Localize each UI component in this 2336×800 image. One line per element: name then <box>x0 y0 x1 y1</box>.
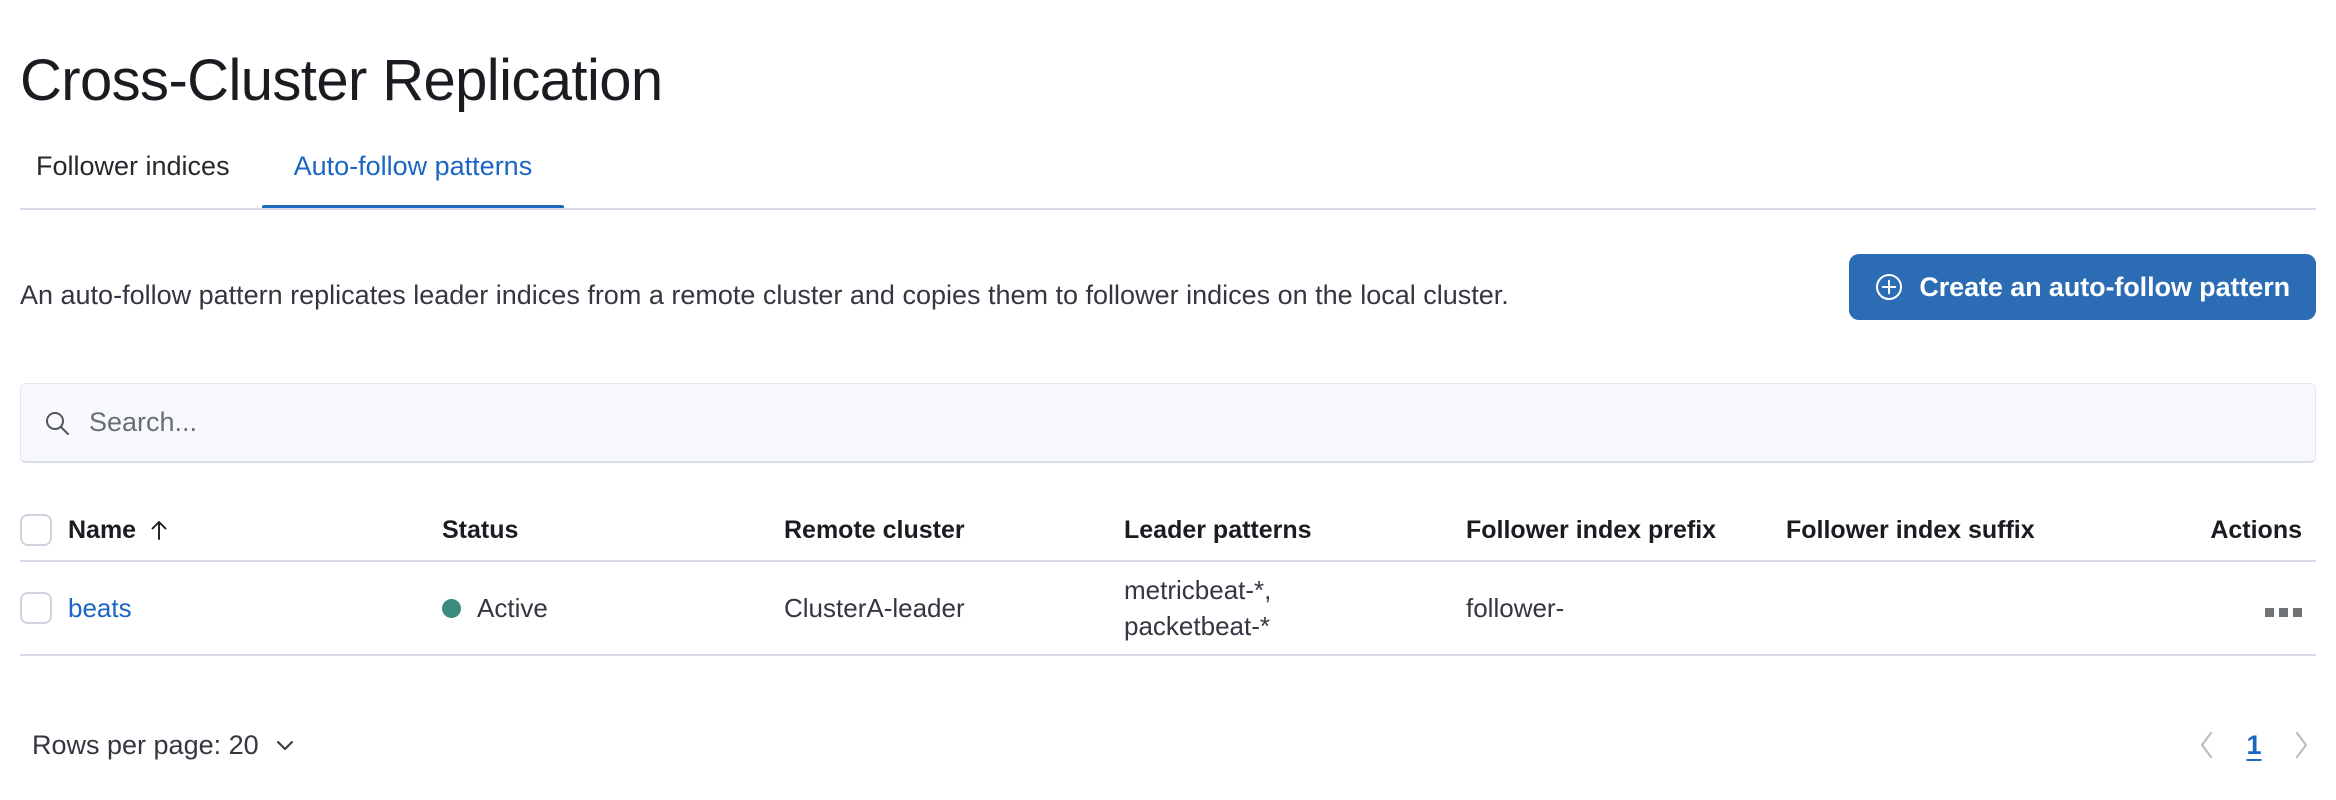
select-all-checkbox-cell <box>20 514 68 546</box>
leader-pattern-item: metricbeat-*, <box>1124 575 1272 605</box>
page-title: Cross-Cluster Replication <box>20 47 663 113</box>
cell-follower-index-prefix: follower- <box>1466 592 1565 623</box>
search-input[interactable] <box>89 384 2293 461</box>
tab-auto-follow-patterns-label: Auto-follow patterns <box>293 151 533 181</box>
table-header-row: Name Status Remote cluster Leader patter… <box>20 500 2316 562</box>
chevron-right-icon[interactable] <box>2290 728 2312 762</box>
cell-leader-patterns: metricbeat-*, packetbeat-* <box>1124 572 1466 644</box>
pagination-page-1[interactable]: 1 <box>2246 729 2262 760</box>
intro-description: An auto-follow pattern replicates leader… <box>20 280 1509 310</box>
tab-bar-divider <box>20 208 2316 210</box>
tab-bar: Follower indices Auto-follow patterns <box>20 140 564 210</box>
cell-actions <box>2176 592 2316 625</box>
cell-name: beats <box>68 592 442 625</box>
table-footer: Rows per page: 20 1 <box>20 715 2316 775</box>
select-all-checkbox[interactable] <box>20 514 52 546</box>
tab-auto-follow-patterns[interactable]: Auto-follow patterns <box>261 150 565 210</box>
column-header-name-label: Name <box>68 515 137 544</box>
column-header-name[interactable]: Name <box>68 514 442 547</box>
column-header-actions: Actions <box>2210 515 2302 544</box>
column-header-status[interactable]: Status <box>442 515 519 544</box>
auto-follow-pattern-link[interactable]: beats <box>68 592 132 623</box>
leader-pattern-item: packetbeat-* <box>1124 611 1270 641</box>
column-header-remote-cluster[interactable]: Remote cluster <box>784 515 965 544</box>
pagination: 1 <box>2196 728 2316 762</box>
table-row: beats Active ClusterA-leader metricbeat-… <box>20 562 2316 656</box>
status-dot-icon <box>442 598 461 618</box>
column-header-leader-patterns[interactable]: Leader patterns <box>1124 515 1312 544</box>
tab-follower-indices-label: Follower indices <box>36 151 230 181</box>
chevron-down-icon <box>273 733 297 757</box>
row-select-checkbox-cell <box>20 592 68 624</box>
arrow-up-icon <box>148 518 170 542</box>
create-auto-follow-pattern-button[interactable]: Create an auto-follow pattern <box>1849 254 2316 320</box>
auto-follow-patterns-table: Name Status Remote cluster Leader patter… <box>20 500 2316 656</box>
status-label: Active <box>477 592 548 623</box>
column-header-name-sort[interactable]: Name <box>68 514 170 547</box>
rows-per-page-selector[interactable]: Rows per page: 20 <box>20 730 297 761</box>
column-header-follower-index-suffix[interactable]: Follower index suffix <box>1786 515 2035 544</box>
search-bar[interactable] <box>20 383 2316 463</box>
row-select-checkbox[interactable] <box>20 592 52 624</box>
cell-status: Active <box>442 592 784 625</box>
more-actions-icon[interactable] <box>2265 607 2302 617</box>
plus-in-circle-icon <box>1875 273 1903 301</box>
search-icon <box>43 409 71 437</box>
tab-follower-indices[interactable]: Follower indices <box>20 150 262 210</box>
rows-per-page-label: Rows per page: 20 <box>32 729 259 760</box>
column-header-follower-index-prefix[interactable]: Follower index prefix <box>1466 515 1717 544</box>
create-auto-follow-pattern-label: Create an auto-follow pattern <box>1919 271 2290 302</box>
cell-remote-cluster: ClusterA-leader <box>784 592 965 623</box>
chevron-left-icon[interactable] <box>2196 728 2218 762</box>
